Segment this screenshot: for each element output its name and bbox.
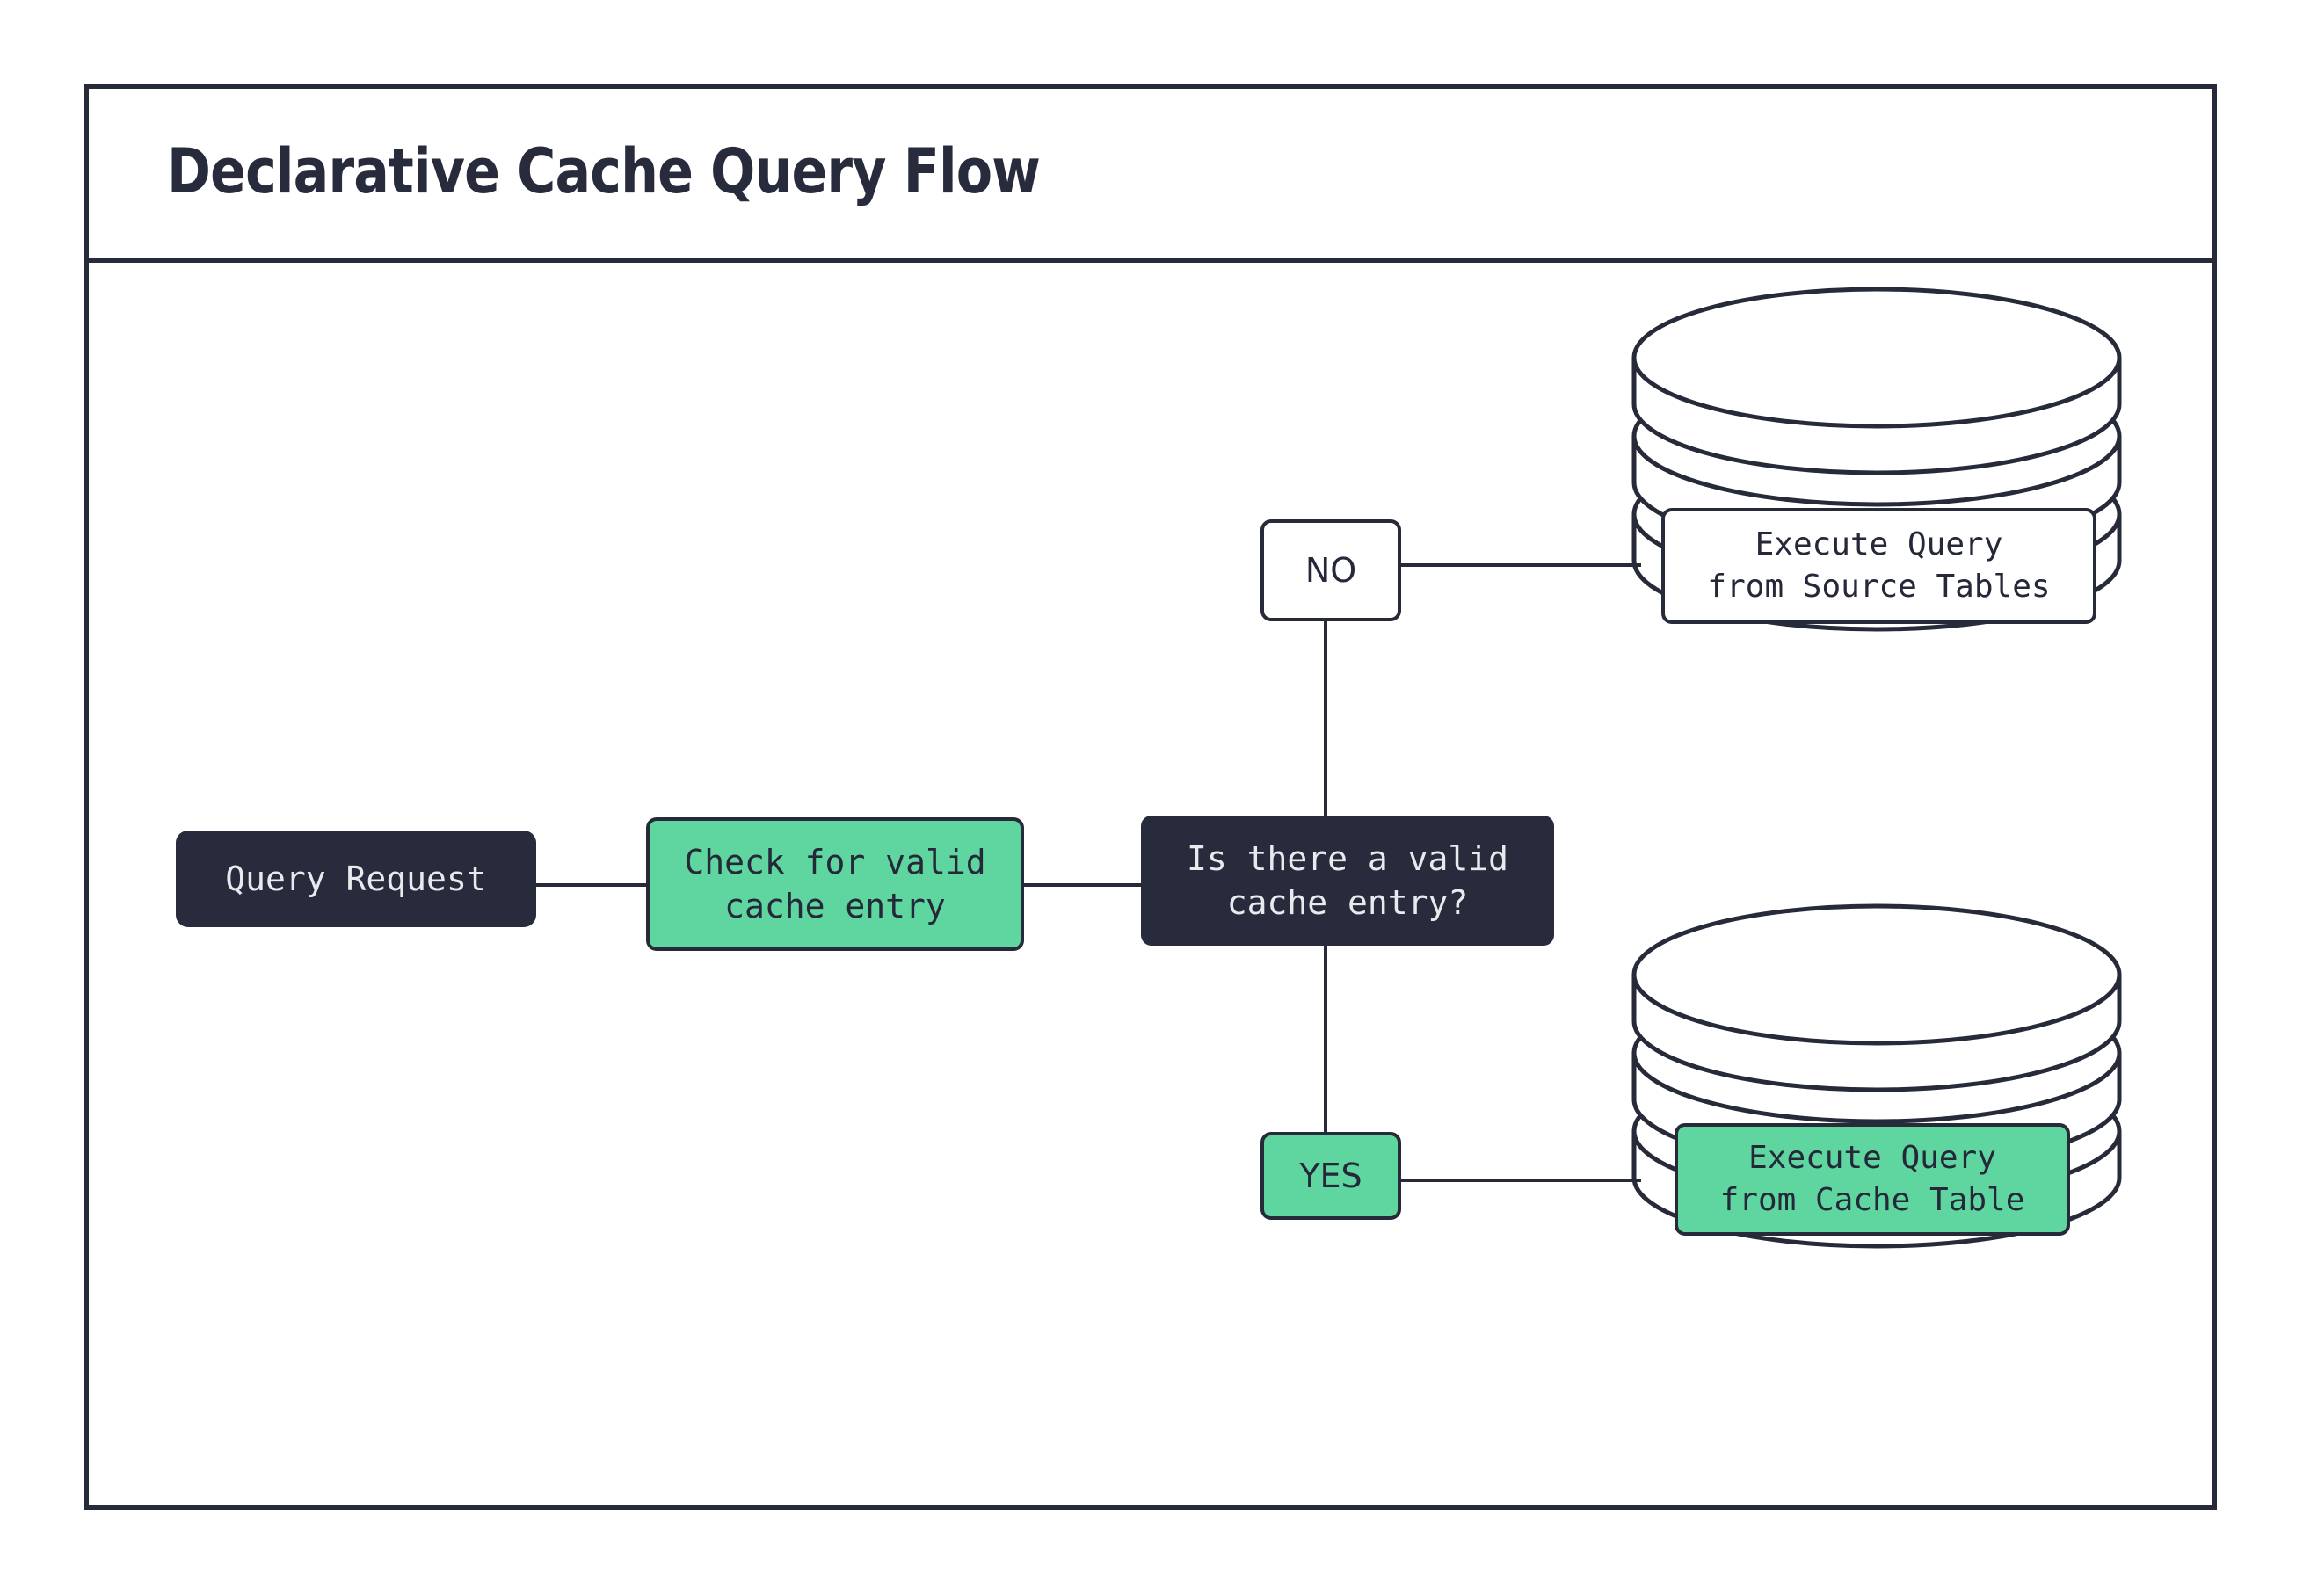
node-check-for-valid-cache-entry[interactable]: Check for valid cache entry	[646, 817, 1024, 951]
edge-no-to-source-database	[1399, 563, 1641, 567]
source-tables-database-icon	[1631, 287, 2123, 632]
edge-decision-to-yes	[1324, 942, 1327, 1135]
edge-label-yes[interactable]: YES	[1260, 1132, 1401, 1220]
node-execute-query-from-source-tables[interactable]: Execute Query from Source Tables	[1661, 508, 2096, 624]
node-is-there-a-valid-cache-entry[interactable]: Is there a valid cache entry?	[1141, 816, 1554, 946]
node-query-request[interactable]: Query Request	[176, 831, 536, 927]
edge-yes-to-cache-database	[1399, 1179, 1641, 1182]
edge-query-request-to-check-cache	[534, 883, 650, 887]
node-execute-query-from-cache-table[interactable]: Execute Query from Cache Table	[1675, 1123, 2070, 1236]
edge-check-cache-to-decision	[1022, 883, 1144, 887]
edge-label-no[interactable]: NO	[1260, 519, 1401, 621]
edge-decision-to-no	[1324, 620, 1327, 819]
